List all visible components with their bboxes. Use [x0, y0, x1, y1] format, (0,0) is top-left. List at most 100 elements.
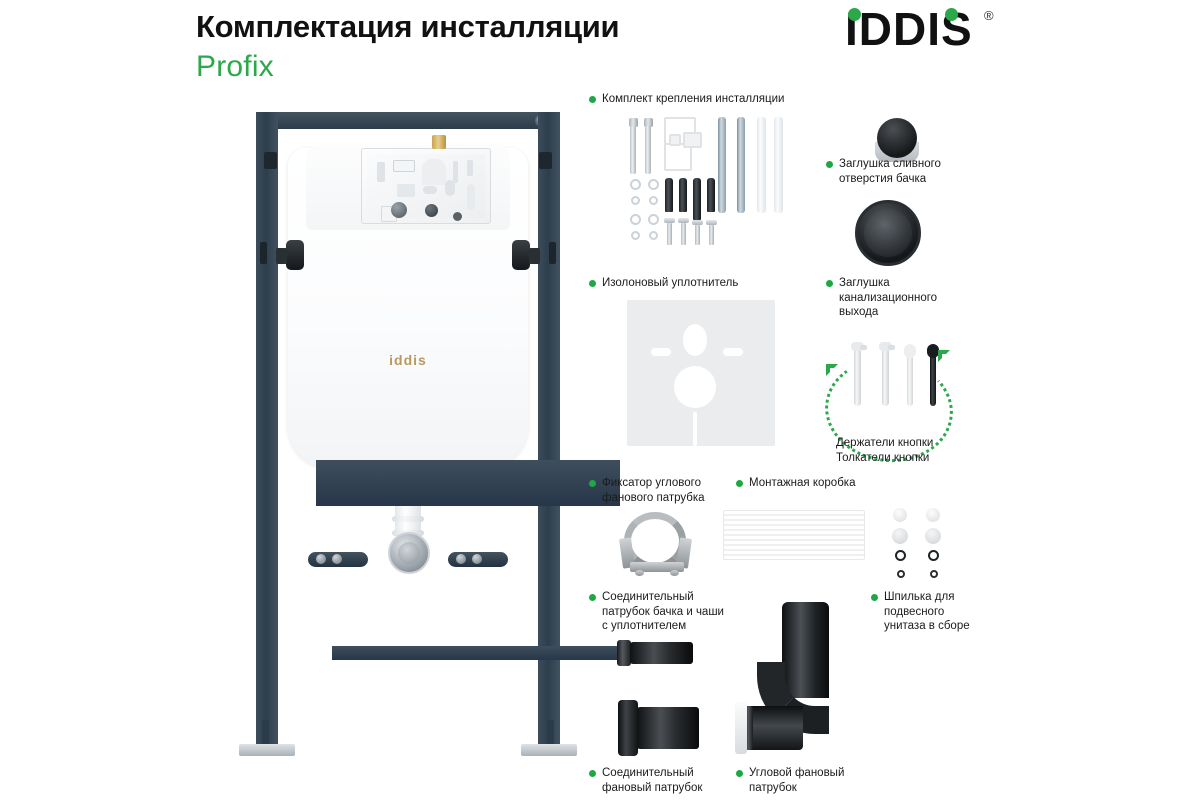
mech-part [445, 180, 455, 196]
label-line-1: Держатели кнопки [836, 437, 934, 449]
registered-trademark-icon: ® [984, 8, 994, 23]
mech-part [423, 186, 437, 194]
metal-tube [737, 117, 745, 213]
button-holder-arm [888, 345, 895, 350]
label-line-2: отверстия бачка [839, 172, 927, 185]
logo-dot-icon [945, 8, 958, 21]
stud-nut [895, 550, 906, 561]
mech-part [377, 162, 385, 182]
mech-part [393, 160, 415, 172]
label-line-2: фановый патрубок [602, 781, 703, 794]
iddis-logo: IDDIS ® [845, 6, 1005, 60]
label-line-1: Фиксатор углового [602, 477, 701, 489]
label-connector-pipe: Соединительный фановый патрубок [589, 766, 749, 795]
waste-outlet-port [388, 532, 430, 574]
label-line-2: канализационного [839, 291, 938, 304]
anchor-bolt [630, 126, 636, 174]
frame-crossbar-upper [316, 460, 620, 506]
button-holder-arm [860, 345, 867, 350]
mech-part [467, 160, 473, 176]
gasket-hole-large [674, 366, 716, 408]
clip-tab [529, 248, 540, 264]
frame-top-rail [256, 112, 560, 129]
plastic-sleeve [757, 117, 766, 213]
inspection-opening [361, 148, 491, 224]
inspection-mechanism [367, 154, 485, 222]
label-line-3: унитаза в сборе [884, 620, 970, 632]
frame-bracket [539, 152, 552, 169]
screw [667, 223, 672, 245]
drain-plug-large-inner [864, 209, 912, 257]
brass-fitting [432, 135, 446, 149]
washer-icon [649, 196, 658, 205]
frame-bracket [264, 152, 277, 169]
cistern-brand-label: iddis [389, 352, 427, 368]
pipe-flange [618, 700, 638, 756]
bolt-head [644, 118, 653, 127]
wall-slot [260, 242, 267, 264]
label-line-1: Заглушка сливного [839, 158, 941, 170]
logo-dot-icon [848, 8, 861, 21]
isolon-gasket [627, 300, 775, 446]
washer-icon [631, 196, 640, 205]
mounting-box-image [723, 510, 865, 560]
wall-dowel [679, 178, 687, 212]
washer-icon [648, 214, 659, 225]
button-holder-head [879, 342, 892, 351]
label-wc-stud: Шпилька для подвесного унитаза в сборе [871, 590, 1001, 634]
elbow-rib [745, 706, 753, 750]
drain-plug-small [877, 118, 917, 158]
frame-left-post [256, 112, 278, 752]
label-line-2: подвесного [884, 605, 945, 618]
mech-part [397, 184, 415, 197]
frame-right-post [538, 112, 560, 752]
label-sewer-outlet-plug: Заглушка канализационного выхода [826, 276, 976, 320]
elbow-horizontal-leg [745, 706, 803, 750]
washer-icon [630, 179, 641, 190]
button-pusher-black [930, 350, 936, 406]
label-line-1: Угловой фановый [749, 767, 845, 779]
anchor-bolt [645, 126, 651, 174]
stud-cap [893, 508, 907, 522]
label-line-1: Заглушка [839, 277, 890, 289]
plastic-sleeve [774, 117, 783, 213]
stud-nut [928, 550, 939, 561]
washer-icon [648, 179, 659, 190]
gasket-hole-small [683, 324, 707, 356]
wall-dowel [693, 178, 701, 220]
installation-frame-image: iddis [239, 112, 636, 784]
stud-washer [897, 570, 905, 578]
bolt-head [629, 118, 638, 127]
washer-icon [630, 214, 641, 225]
frame-crossbar-lower [332, 646, 636, 660]
arrow-corner-icon [826, 364, 838, 376]
title-main: Комплектация инсталляции [196, 9, 620, 44]
screw [681, 223, 686, 245]
label-isolon-seal: Изолоновый уплотнитель [589, 276, 819, 291]
button-pusher-tip [927, 344, 939, 358]
cistern-clip [512, 240, 530, 270]
screw-head [664, 218, 675, 223]
label-line-1: Шпилька для [884, 591, 955, 603]
screw-head [706, 220, 717, 225]
washer-icon [649, 231, 658, 240]
screw [709, 225, 714, 245]
label-line-3: выхода [839, 306, 879, 318]
wall-slot [549, 242, 556, 264]
screw-head [678, 218, 689, 223]
arrow-corner-icon [938, 350, 950, 362]
button-pusher-white [907, 350, 913, 406]
logo-wordmark: IDDIS [845, 3, 973, 55]
waste-outlet-inner [398, 542, 420, 564]
gasket-slot [651, 348, 671, 356]
pipe-body [637, 707, 699, 749]
label-line-2: патрубок [749, 781, 797, 794]
label-angle-pipe: Угловой фановый патрубок [736, 766, 896, 795]
connector-ribbed-end [617, 640, 631, 666]
label-line-2: фанового патрубка [602, 491, 705, 504]
frame-foot-pin [547, 720, 554, 746]
mech-valve-icon [453, 212, 462, 221]
mech-valve-icon [391, 202, 407, 218]
button-holder [882, 342, 889, 406]
label-angle-pipe-fixer: Фиксатор углового фанового патрубка [589, 476, 739, 505]
